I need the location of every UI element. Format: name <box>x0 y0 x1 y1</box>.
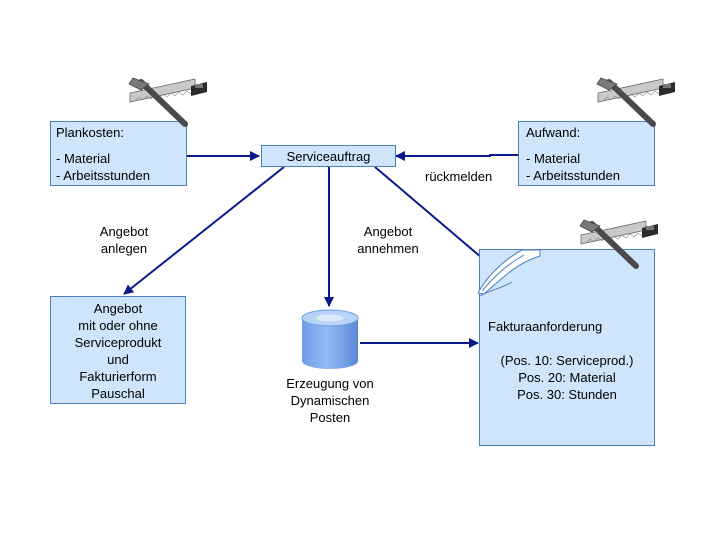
angebot-box-line-1: Angebot <box>93 301 143 316</box>
angebot-box-line-5: Fakturierform <box>79 369 157 384</box>
angebot-box: Angebot mit oder ohne Serviceprodukt und… <box>50 296 186 404</box>
angebot-anlegen-line-2: anlegen <box>100 241 148 256</box>
erzeugung-line-3: Posten <box>309 410 351 425</box>
angebot-box-line-6: Pauschal <box>91 386 145 401</box>
arrow-rueckmelden-to-serviceauftrag <box>395 151 518 161</box>
angebot-annehmen-line-1: Angebot <box>363 224 413 239</box>
plankosten-box: Plankosten: - Material - Arbeitsstunden <box>50 121 187 186</box>
plankosten-item-material: - Material <box>56 151 111 166</box>
aufwand-title: Aufwand: <box>526 125 581 140</box>
arrow-serviceauftrag-to-angebot <box>123 166 285 295</box>
angebot-anlegen-line-1: Angebot <box>99 224 149 239</box>
angebot-box-line-2: mit oder ohne <box>78 318 158 333</box>
serviceauftrag-label: Serviceauftrag <box>286 149 371 164</box>
erzeugung-line-2: Dynamischen <box>290 393 370 408</box>
serviceauftrag-box: Serviceauftrag <box>261 145 396 167</box>
plankosten-item-arbeitsstunden: - Arbeitsstunden <box>56 168 150 183</box>
faktura-line-1: (Pos. 10: Serviceprod.) <box>500 353 634 368</box>
aufwand-item-arbeitsstunden: - Arbeitsstunden <box>526 168 620 183</box>
faktura-line-3: Pos. 30: Stunden <box>517 387 617 402</box>
aufwand-item-material: - Material <box>526 151 581 166</box>
erzeugung-line-1: Erzeugung von <box>286 376 374 391</box>
angebot-box-line-3: Serviceprodukt <box>74 335 162 350</box>
angebot-annehmen-line-2: annehmen <box>357 241 419 256</box>
arrow-serviceauftrag-to-faktura <box>374 166 496 270</box>
faktura-line-2: Pos. 20: Material <box>518 370 616 385</box>
rueckmelden-label: rückmelden <box>425 169 493 184</box>
faktura-title: Fakturaanforderung <box>488 319 603 334</box>
aufwand-box: Aufwand: - Material - Arbeitsstunden <box>518 121 655 186</box>
plankosten-title: Plankosten: <box>56 125 124 140</box>
faktura-box: Fakturaanforderung (Pos. 10: Serviceprod… <box>479 249 655 446</box>
angebot-box-line-4: und <box>107 352 129 367</box>
